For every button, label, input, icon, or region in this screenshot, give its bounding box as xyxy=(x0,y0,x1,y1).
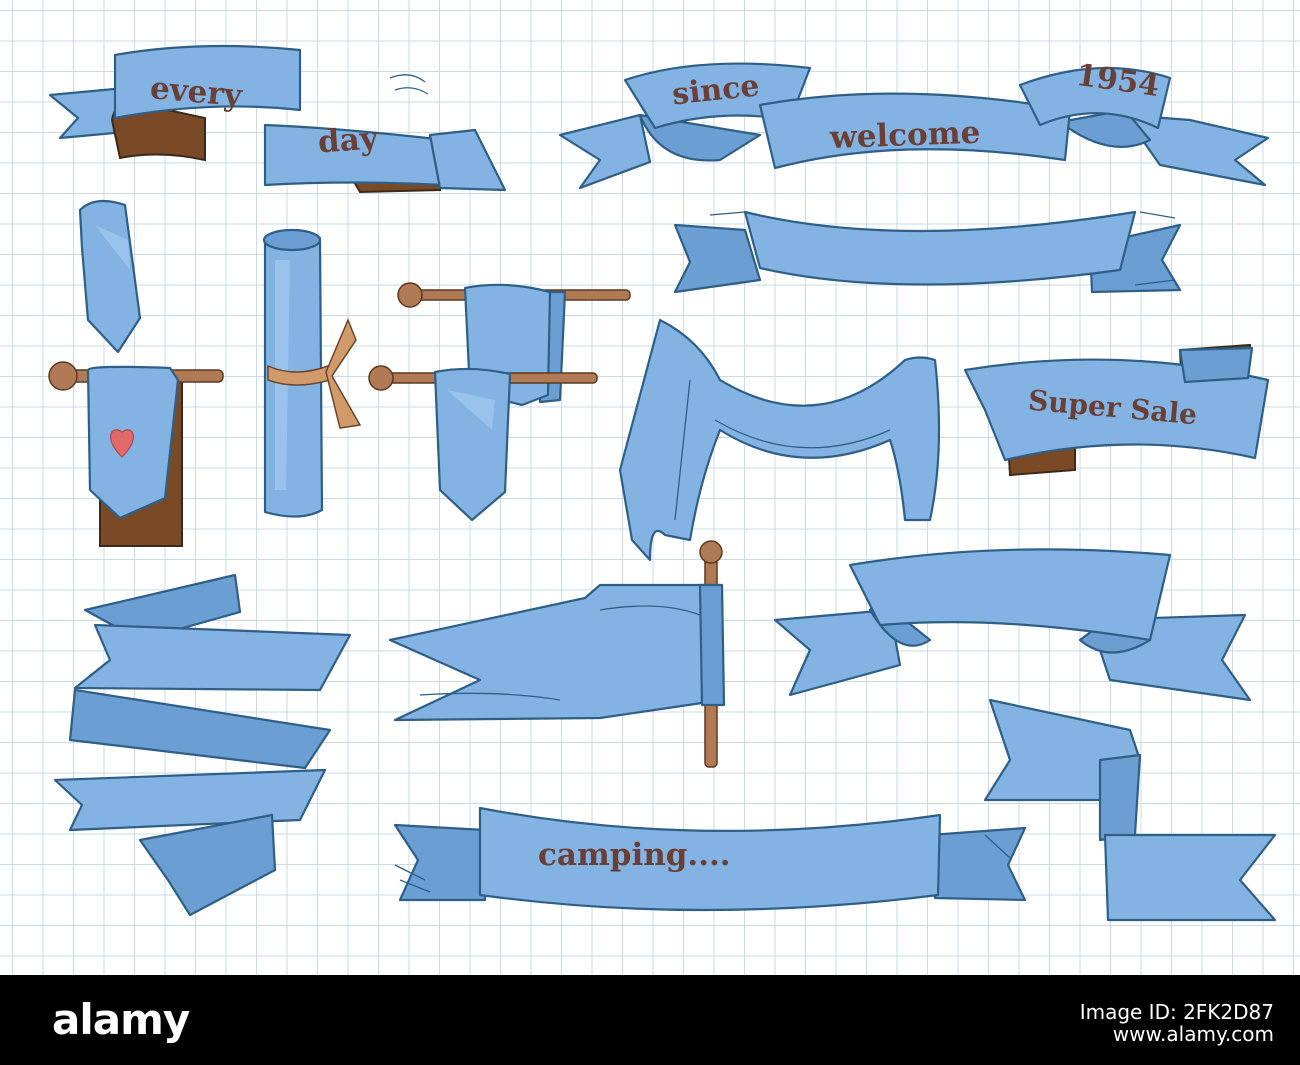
image-id-info: Image ID: 2FK2D87 www.alamy.com xyxy=(1080,1001,1274,1045)
double-rod-banners xyxy=(368,282,631,522)
super-sale-ribbon xyxy=(963,343,1270,477)
brand-logo: alamy xyxy=(52,995,190,1044)
since-welcome-1954-ribbon xyxy=(558,62,1270,190)
rolled-scroll xyxy=(262,228,362,518)
camping-ribbon xyxy=(393,806,1027,912)
curled-wide-ribbon xyxy=(773,548,1252,702)
image-id-text: Image ID: 2FK2D87 xyxy=(1079,1000,1274,1024)
folded-tab xyxy=(78,199,142,354)
zigzag-ribbon xyxy=(53,573,352,917)
pennant-flag xyxy=(388,540,726,768)
every-day-ribbon xyxy=(48,44,507,194)
plain-top-banner xyxy=(673,210,1182,294)
s-curve-ribbon xyxy=(983,698,1277,922)
illustration-canvas: every day since welcome 1954 xyxy=(0,0,1300,975)
day-label: day xyxy=(317,120,380,160)
camping-label: camping.... xyxy=(538,837,731,873)
heart-icon xyxy=(110,429,134,458)
every-label: every xyxy=(149,70,245,114)
welcome-label: welcome xyxy=(828,115,980,156)
stock-footer-bar: alamy Image ID: 2FK2D87 www.alamy.com xyxy=(0,975,1300,1065)
hanging-heart-flag xyxy=(48,361,224,547)
ribbon-banners-illustration: every day since welcome 1954 xyxy=(48,44,1277,922)
draped-cloth xyxy=(618,318,941,562)
website-text: www.alamy.com xyxy=(1112,1022,1274,1046)
